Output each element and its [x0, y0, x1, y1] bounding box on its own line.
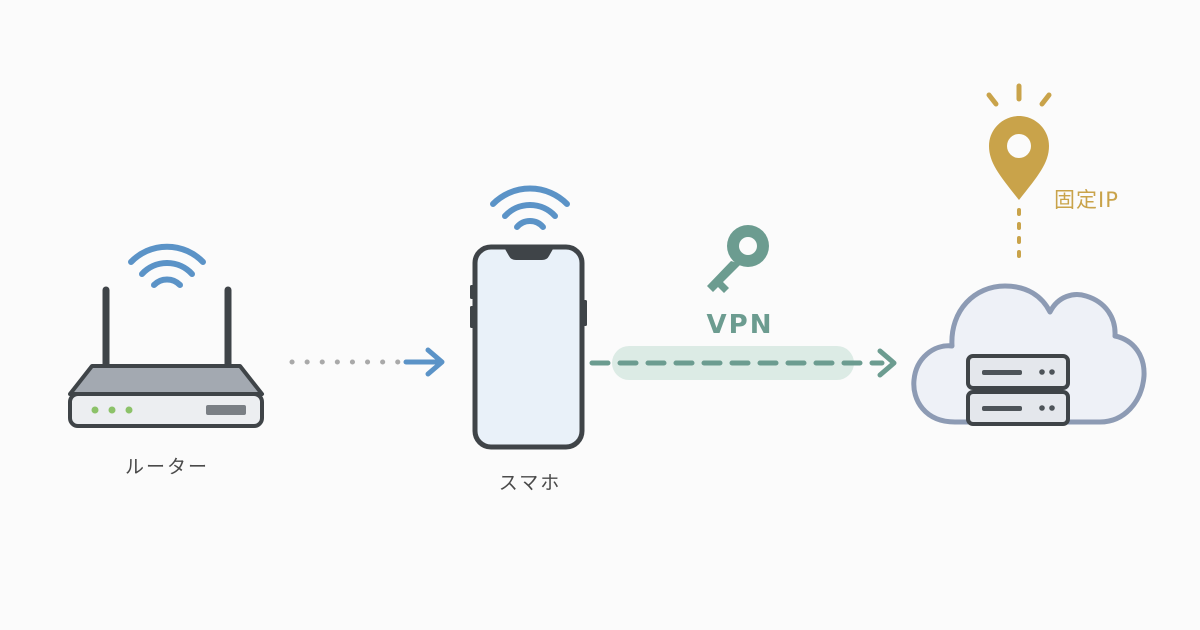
server-light [1039, 405, 1045, 411]
router-led-3 [125, 406, 133, 414]
pin-glow-rays [986, 83, 1052, 107]
server-light [1049, 369, 1055, 375]
phone-label: スマホ [498, 472, 562, 494]
router-port [206, 405, 246, 415]
router-to-phone-arrow [289, 347, 445, 377]
key-hole [739, 237, 757, 255]
server-light [1039, 369, 1045, 375]
server-slot [982, 370, 1022, 375]
phone-body [472, 244, 585, 450]
wifi-icon [490, 185, 570, 230]
vpn-label: VPN [706, 310, 774, 340]
router-top [68, 364, 264, 396]
vpn-arrow-head [877, 348, 897, 378]
key-icon [707, 225, 769, 293]
wifi-icon [128, 243, 206, 288]
server-light [1049, 405, 1055, 411]
pin-hole [1007, 134, 1031, 158]
server-icon [966, 354, 1070, 426]
router-led-1 [91, 406, 99, 414]
fixed-ip-label: 固定IP [1054, 188, 1119, 212]
phone-side-button [470, 306, 474, 328]
phone-side-button [470, 285, 474, 299]
arrow-head [425, 347, 445, 377]
router-front [68, 392, 264, 428]
server-slot [982, 406, 1022, 411]
vpn-tunnel [589, 346, 897, 380]
router-label: ルーター [124, 456, 209, 478]
router-icon [68, 286, 264, 428]
smartphone-icon [470, 244, 587, 450]
phone-notch [505, 249, 553, 260]
router-led-2 [108, 406, 116, 414]
phone-side-button [583, 300, 587, 326]
